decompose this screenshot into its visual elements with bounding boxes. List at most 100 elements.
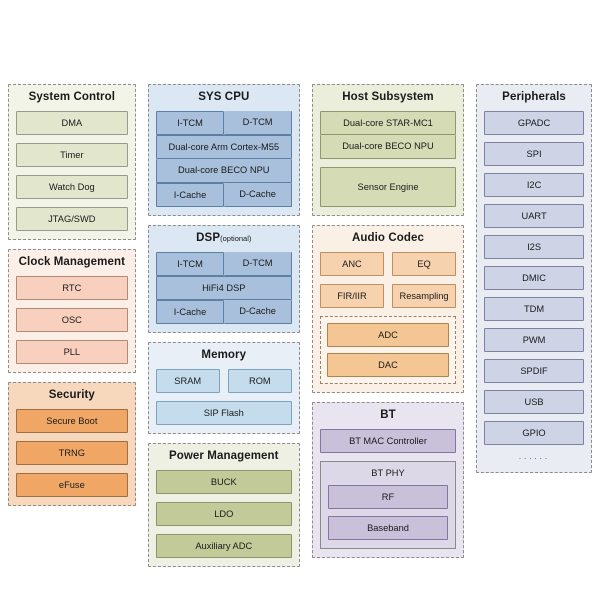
subgroup-label-bt-phy: BT PHY xyxy=(371,468,405,478)
block-sram[interactable]: SRAM xyxy=(155,369,220,393)
block-auxiliary-adc[interactable]: Auxiliary ADC xyxy=(155,534,292,558)
block-stack: I-TCM D-TCM Dual-core Arm Cortex-M55 Dua… xyxy=(155,111,292,207)
block-i-tcm[interactable]: I-TCM xyxy=(155,252,225,276)
block-stack: SRAM ROM SIP Flash xyxy=(155,369,292,425)
block-d-tcm[interactable]: D-TCM xyxy=(224,111,292,135)
block-i2c[interactable]: I2C xyxy=(484,173,584,197)
more-peripherals-indicator: ······ xyxy=(518,453,550,463)
block-star-mc1[interactable]: Dual-core STAR-MC1 xyxy=(319,111,457,135)
block-stack: GPADC SPI I2C UART I2S DMIC TDM PWM SPDI… xyxy=(484,111,584,445)
block-stack: RTC OSC PLL xyxy=(16,276,128,364)
block-d-cache[interactable]: D-Cache xyxy=(224,183,292,207)
block-watch-dog[interactable]: Watch Dog xyxy=(16,175,128,199)
group-sys-cpu: SYS CPU I-TCM D-TCM Dual-core Arm Cortex… xyxy=(147,84,300,216)
group-audio-codec: Audio Codec ANC EQ FIR/IIR Resampling AD… xyxy=(311,225,465,393)
group-bt: BT BT MAC Controller BT PHY RF Baseband xyxy=(311,402,465,558)
block-sensor-engine[interactable]: Sensor Engine xyxy=(319,167,457,207)
block-stack: DMA Timer Watch Dog JTAG/SWD xyxy=(16,111,128,231)
block-timer[interactable]: Timer xyxy=(16,143,128,167)
block-tdm[interactable]: TDM xyxy=(484,297,584,321)
block-dma[interactable]: DMA xyxy=(16,111,128,135)
group-power-management: Power Management BUCK LDO Auxiliary ADC xyxy=(147,443,300,567)
block-secure-boot[interactable]: Secure Boot xyxy=(16,409,128,433)
group-title-system-control: System Control xyxy=(28,91,116,103)
block-beco-npu[interactable]: Dual-core BECO NPU xyxy=(155,159,292,183)
block-resampling[interactable]: Resampling xyxy=(392,284,457,308)
block-trng[interactable]: TRNG xyxy=(16,441,128,465)
column-cpu: SYS CPU I-TCM D-TCM Dual-core Arm Cortex… xyxy=(147,84,300,567)
block-sip-flash[interactable]: SIP Flash xyxy=(155,401,292,425)
block-i-cache[interactable]: I-Cache xyxy=(155,183,225,207)
block-rtc[interactable]: RTC xyxy=(16,276,128,300)
subgroup-bt-phy: BT PHY RF Baseband xyxy=(319,461,457,549)
group-memory: Memory SRAM ROM SIP Flash xyxy=(147,342,300,434)
group-title-sys-cpu: SYS CPU xyxy=(198,91,250,103)
block-dac[interactable]: DAC xyxy=(326,353,450,377)
block-beco-npu[interactable]: Dual-core BECO NPU xyxy=(319,135,457,159)
block-dmic[interactable]: DMIC xyxy=(484,266,584,290)
group-system-control: System Control DMA Timer Watch Dog JTAG/… xyxy=(8,84,136,240)
block-stack: BUCK LDO Auxiliary ADC xyxy=(155,470,292,558)
block-bt-mac-controller[interactable]: BT MAC Controller xyxy=(319,429,457,453)
group-dsp: DSP(optional) I-TCM D-TCM HiFi4 DSP I-Ca… xyxy=(147,225,300,333)
group-clock-management: Clock Management RTC OSC PLL xyxy=(8,249,136,373)
block-ldo[interactable]: LDO xyxy=(155,502,292,526)
block-row-audio-1: ANC EQ xyxy=(319,252,457,276)
group-host-subsystem: Host Subsystem Dual-core STAR-MC1 Dual-c… xyxy=(311,84,465,216)
block-stack: ADC DAC xyxy=(326,323,450,377)
group-title-audio-codec: Audio Codec xyxy=(351,232,424,244)
group-title-memory: Memory xyxy=(201,349,247,361)
group-peripherals: Peripherals GPADC SPI I2C UART I2S DMIC … xyxy=(476,84,592,473)
diagram-columns: System Control DMA Timer Watch Dog JTAG/… xyxy=(0,84,600,567)
block-cortex-m55[interactable]: Dual-core Arm Cortex-M55 xyxy=(155,135,292,159)
block-uart[interactable]: UART xyxy=(484,204,584,228)
block-adc[interactable]: ADC xyxy=(326,323,450,347)
column-host: Host Subsystem Dual-core STAR-MC1 Dual-c… xyxy=(311,84,465,558)
block-hifi4-dsp[interactable]: HiFi4 DSP xyxy=(155,276,292,300)
block-row-memories: SRAM ROM xyxy=(155,369,292,393)
block-efuse[interactable]: eFuse xyxy=(16,473,128,497)
group-title-clock-management: Clock Management xyxy=(18,256,126,268)
block-i-tcm[interactable]: I-TCM xyxy=(155,111,225,135)
block-eq[interactable]: EQ xyxy=(392,252,457,276)
block-i-cache[interactable]: I-Cache xyxy=(155,300,225,324)
block-gpio[interactable]: GPIO xyxy=(484,421,584,445)
block-stack: ANC EQ FIR/IIR Resampling xyxy=(319,252,457,308)
block-row-cache: I-Cache D-Cache xyxy=(155,183,292,207)
block-anc[interactable]: ANC xyxy=(319,252,384,276)
block-rom[interactable]: ROM xyxy=(227,369,292,393)
block-i2s[interactable]: I2S xyxy=(484,235,584,259)
block-row-tcm: I-TCM D-TCM xyxy=(155,252,292,276)
block-stack: RF Baseband xyxy=(327,485,449,540)
block-fir-iir[interactable]: FIR/IIR xyxy=(319,284,384,308)
group-title-bt: BT xyxy=(380,409,396,421)
block-osc[interactable]: OSC xyxy=(16,308,128,332)
group-title-peripherals: Peripherals xyxy=(502,91,566,103)
block-spi[interactable]: SPI xyxy=(484,142,584,166)
block-baseband[interactable]: Baseband xyxy=(327,516,449,540)
column-peripherals: Peripherals GPADC SPI I2C UART I2S DMIC … xyxy=(476,84,592,473)
block-rf[interactable]: RF xyxy=(327,485,449,509)
block-buck[interactable]: BUCK xyxy=(155,470,292,494)
subgroup-converters: ADC DAC xyxy=(319,316,457,384)
block-row-cache: I-Cache D-Cache xyxy=(155,300,292,324)
column-left: System Control DMA Timer Watch Dog JTAG/… xyxy=(8,84,136,506)
block-spdif[interactable]: SPDIF xyxy=(484,359,584,383)
block-pll[interactable]: PLL xyxy=(16,340,128,364)
block-gpadc[interactable]: GPADC xyxy=(484,111,584,135)
group-title-dsp-text: DSP xyxy=(196,232,221,244)
block-row-tcm: I-TCM D-TCM xyxy=(155,111,292,135)
block-usb[interactable]: USB xyxy=(484,390,584,414)
block-jtag-swd[interactable]: JTAG/SWD xyxy=(16,207,128,231)
block-d-tcm[interactable]: D-TCM xyxy=(224,252,292,276)
group-title-dsp-note: (optional) xyxy=(220,234,252,243)
block-stack: Secure Boot TRNG eFuse xyxy=(16,409,128,497)
group-security: Security Secure Boot TRNG eFuse xyxy=(8,382,136,506)
block-d-cache[interactable]: D-Cache xyxy=(224,300,292,324)
group-title-power-management: Power Management xyxy=(168,450,279,462)
block-pwm[interactable]: PWM xyxy=(484,328,584,352)
group-title-security: Security xyxy=(48,389,95,401)
group-title-dsp: DSP(optional) xyxy=(156,232,292,245)
block-stack: I-TCM D-TCM HiFi4 DSP I-Cache D-Cache xyxy=(155,252,292,324)
